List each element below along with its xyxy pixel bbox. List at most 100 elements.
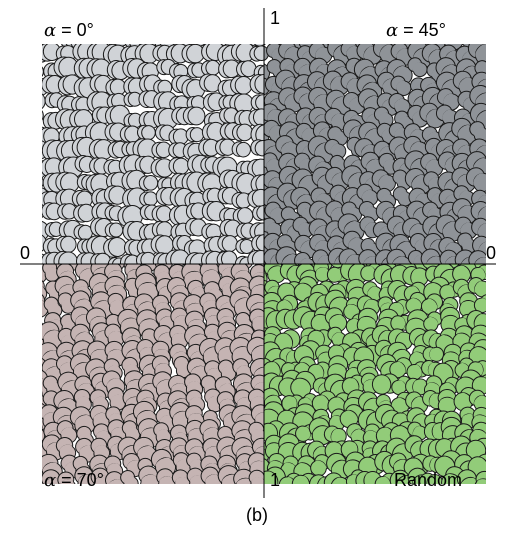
particle [235, 238, 254, 255]
particle [232, 123, 253, 142]
particle [247, 188, 264, 209]
particle [57, 471, 77, 484]
particle [468, 389, 486, 412]
particle [42, 201, 46, 220]
particle [138, 175, 159, 191]
particle [156, 468, 176, 484]
axis-tick-right: 0 [486, 243, 497, 263]
particle [74, 155, 96, 173]
particle [42, 173, 44, 191]
particle [198, 138, 220, 157]
particle [391, 375, 412, 396]
axis-tick-top: 1 [270, 8, 281, 28]
particle [168, 142, 188, 159]
particle [356, 183, 379, 207]
particle [44, 92, 64, 109]
particle [250, 139, 264, 157]
particle [323, 472, 350, 484]
particle [200, 466, 224, 484]
particle [293, 86, 318, 112]
quadrant-top-right [264, 44, 486, 264]
particle [104, 122, 128, 142]
particle [232, 207, 254, 225]
particle [217, 234, 238, 253]
particle [233, 468, 256, 484]
particle [390, 75, 412, 97]
particle [402, 266, 429, 287]
particle [153, 79, 173, 96]
particle [310, 454, 331, 477]
particle [386, 248, 412, 264]
particle [355, 471, 383, 484]
particle [181, 44, 205, 64]
particle [134, 272, 159, 303]
particle [437, 389, 457, 415]
particle [248, 469, 264, 484]
particle [56, 420, 78, 444]
particle [371, 169, 396, 193]
quadrant-bottom-left [42, 264, 264, 484]
particle [105, 78, 127, 97]
particle [247, 158, 264, 179]
particle [247, 249, 264, 264]
figure-caption: (b) [246, 505, 268, 525]
particle [55, 235, 77, 254]
particle [374, 472, 398, 484]
particle [172, 264, 189, 267]
particle [171, 469, 191, 484]
particle [155, 407, 177, 432]
particle [120, 470, 139, 484]
label-alpha-45: α = 45° [386, 20, 446, 41]
particle [470, 264, 486, 283]
particle [373, 106, 394, 128]
particle [132, 138, 158, 161]
particle [407, 421, 428, 441]
particle [123, 91, 143, 108]
particle [201, 121, 226, 143]
particle [151, 141, 172, 159]
particle [218, 59, 241, 79]
particle [215, 138, 236, 156]
particle [135, 44, 161, 48]
particle [139, 191, 158, 207]
particle [231, 192, 252, 209]
particle [90, 252, 111, 264]
axis-tick-left: 0 [20, 243, 31, 263]
particle [138, 465, 160, 484]
particle [264, 44, 269, 47]
particle [236, 60, 257, 78]
particle [101, 370, 126, 397]
particle [103, 237, 127, 258]
particle [307, 361, 332, 382]
particle [422, 346, 444, 362]
particle [56, 139, 82, 162]
particle [248, 108, 264, 127]
particle [42, 107, 44, 124]
particle [185, 127, 205, 143]
particle [473, 294, 486, 314]
particle [107, 387, 127, 411]
particle [467, 277, 486, 298]
particle [388, 92, 411, 116]
particle [57, 203, 78, 220]
particle [58, 219, 83, 241]
particle [231, 141, 251, 158]
quadrant-bottom-right [264, 264, 486, 484]
particle [249, 45, 264, 62]
particle [327, 326, 347, 348]
particle [201, 59, 221, 77]
particle [264, 264, 286, 284]
particle [454, 216, 478, 240]
particle [230, 75, 253, 95]
particle [264, 45, 270, 62]
particle [137, 124, 156, 141]
particle [389, 357, 413, 379]
label-alpha-70: α = 70° [44, 470, 104, 491]
particle [474, 470, 486, 484]
particle [169, 63, 189, 80]
label-random: Random [394, 470, 463, 490]
particle [134, 44, 159, 64]
particle [185, 217, 207, 237]
